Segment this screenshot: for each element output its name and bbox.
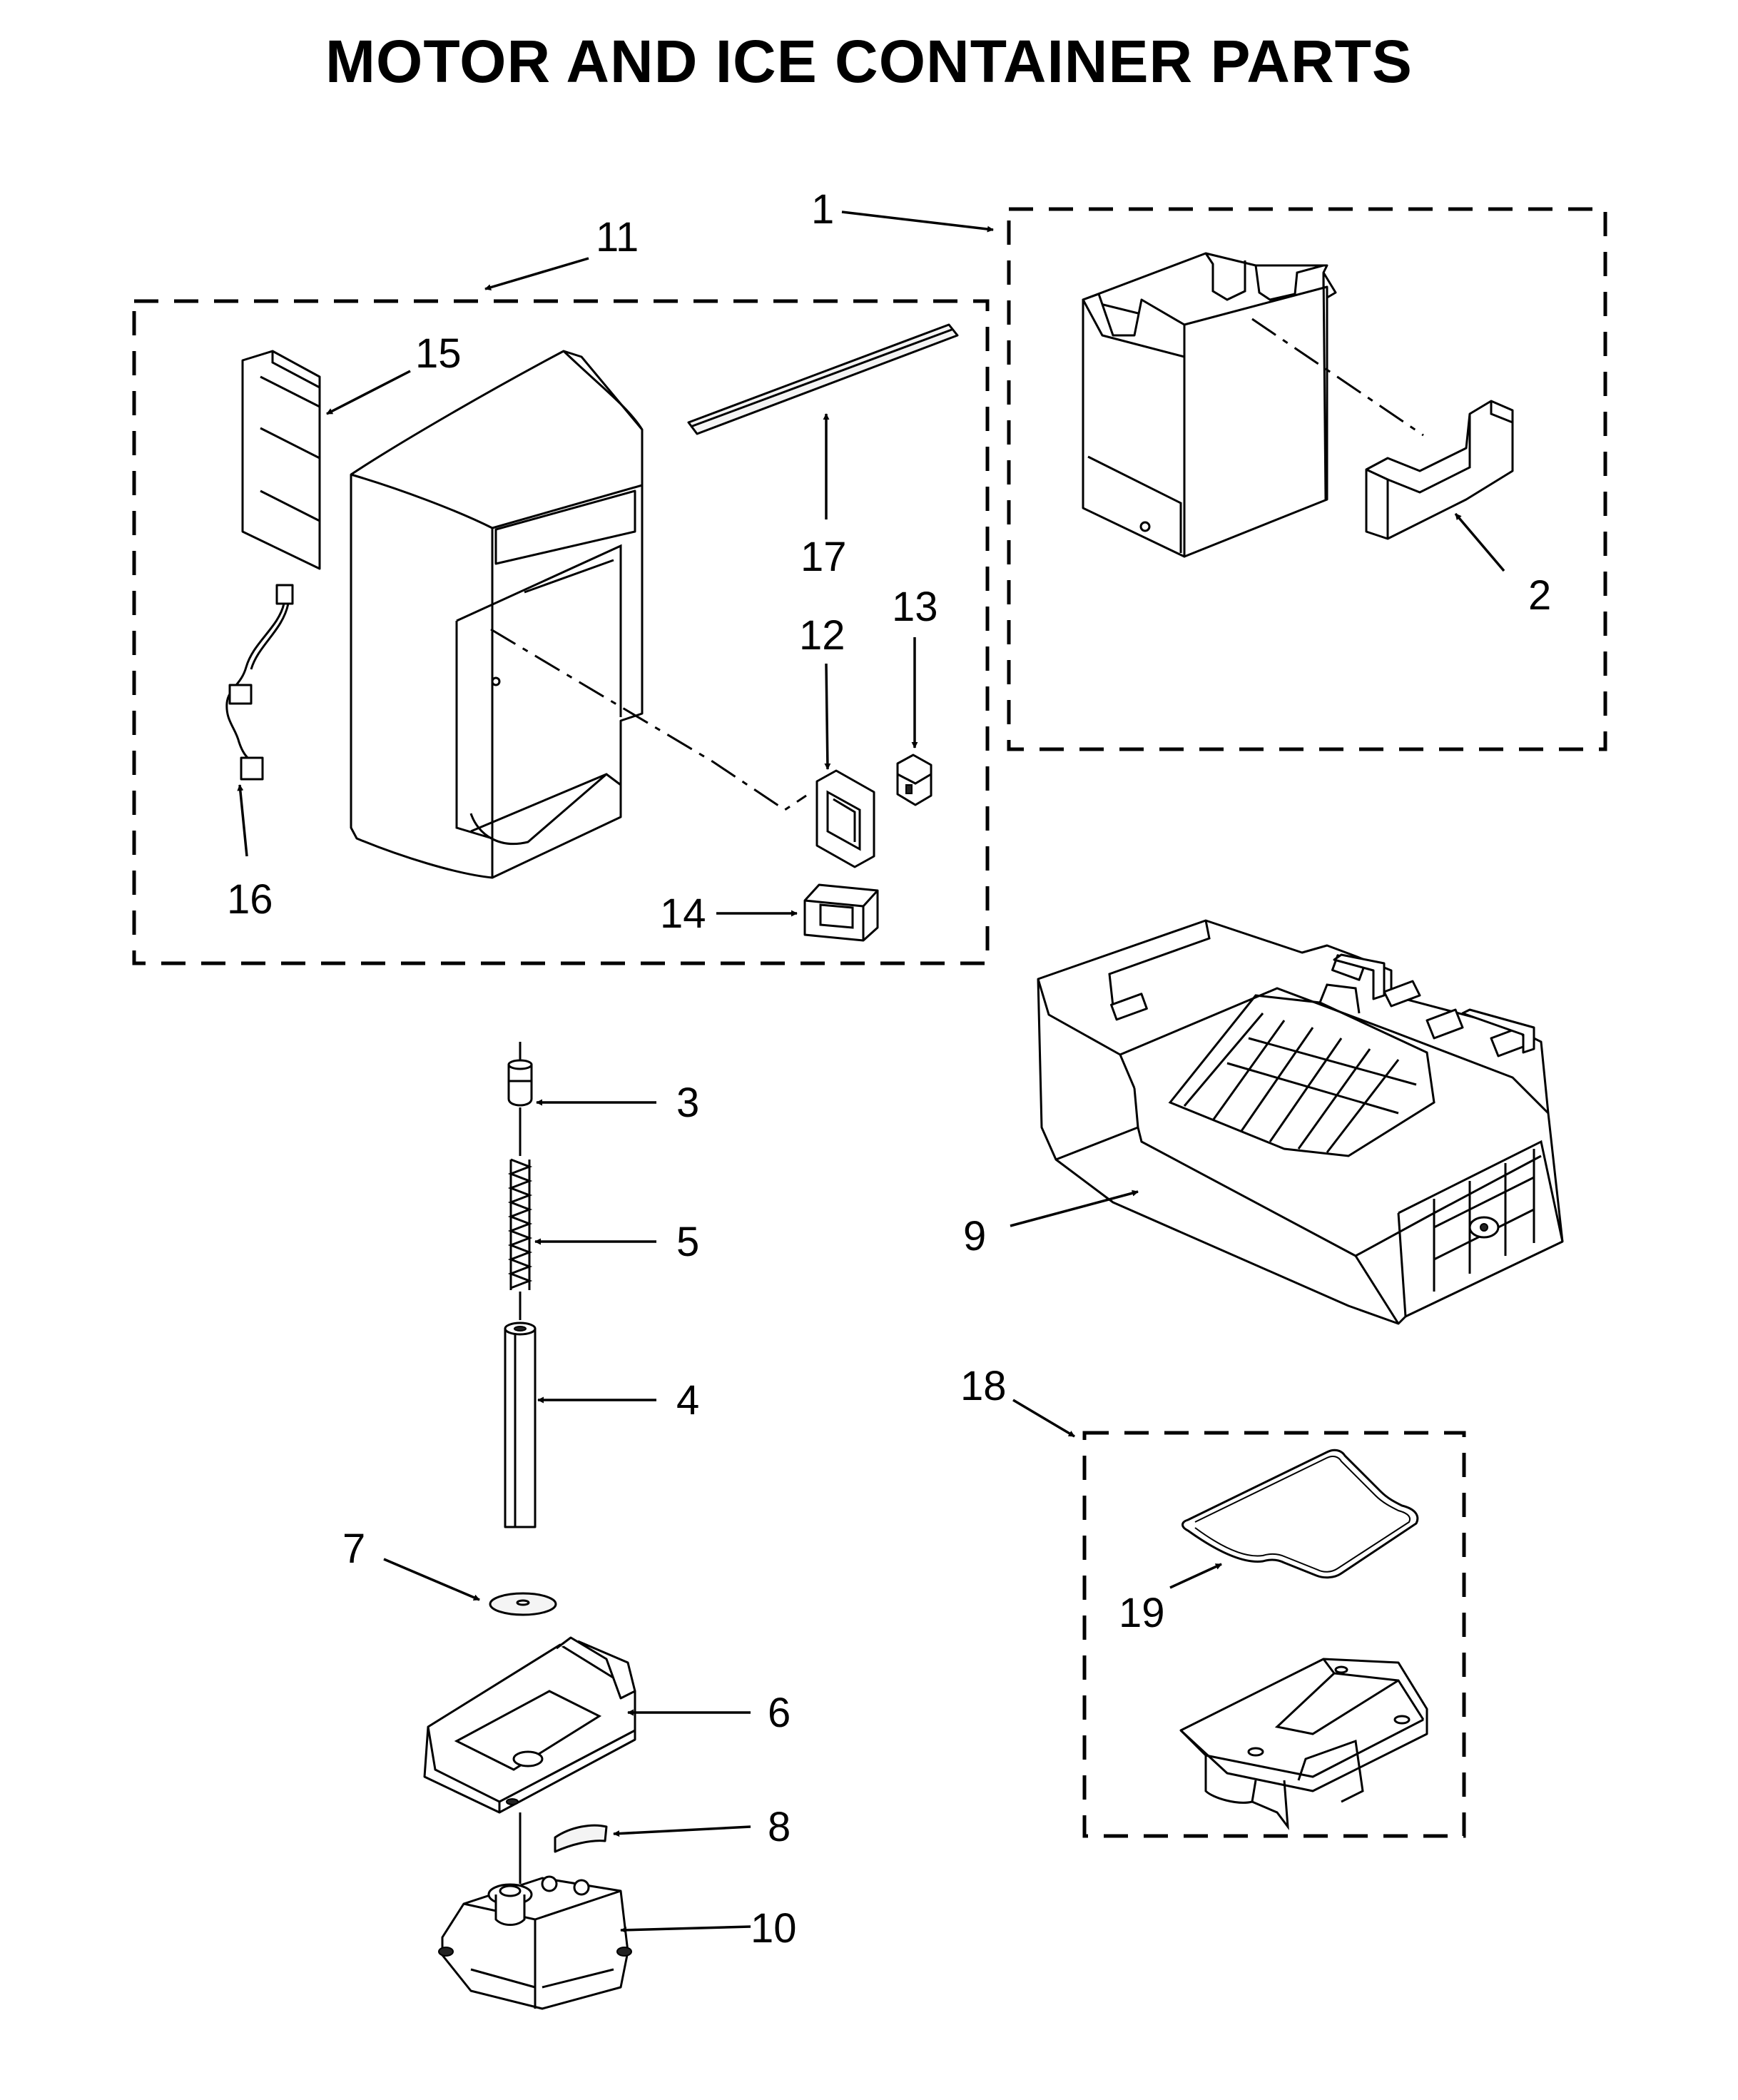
callout-15: 15 bbox=[415, 330, 462, 377]
callout-11: 11 bbox=[596, 214, 639, 260]
part-14-relay bbox=[803, 883, 879, 942]
part-1-ice-container bbox=[1082, 252, 1337, 558]
group-box-11 bbox=[132, 299, 990, 965]
callout-labels: 1 2 3 4 5 6 7 8 9 10 11 12 13 14 15 16 1… bbox=[227, 186, 1551, 1952]
callout-13: 13 bbox=[892, 584, 938, 630]
assembly-line-1-2 bbox=[1251, 318, 1424, 437]
callout-18: 18 bbox=[960, 1363, 1007, 1409]
callout-4: 4 bbox=[676, 1377, 699, 1424]
group-box-18 bbox=[1082, 1431, 1466, 1838]
part-5-spring bbox=[507, 1158, 533, 1290]
callout-7: 7 bbox=[342, 1526, 365, 1572]
callout-arrows bbox=[237, 210, 1505, 1934]
part-6-motor-bracket bbox=[423, 1636, 636, 1814]
part-2-baffle bbox=[1365, 400, 1514, 540]
part-18-auger-housing bbox=[1179, 1658, 1428, 1831]
callout-10: 10 bbox=[751, 1905, 797, 1952]
callout-8: 8 bbox=[768, 1804, 791, 1850]
callout-6: 6 bbox=[768, 1690, 791, 1736]
callout-17: 17 bbox=[801, 534, 847, 580]
part-16-wire-harness bbox=[225, 584, 294, 781]
callout-19: 19 bbox=[1119, 1590, 1165, 1636]
part-3-cap bbox=[507, 1042, 533, 1107]
callout-9: 9 bbox=[963, 1213, 986, 1259]
part-12-bracket bbox=[815, 769, 875, 868]
part-13-switch bbox=[896, 754, 932, 806]
callout-3: 3 bbox=[676, 1080, 699, 1126]
callout-14: 14 bbox=[660, 891, 706, 937]
part-10-motor bbox=[438, 1875, 632, 2010]
part-15-trim-panel bbox=[241, 350, 321, 570]
callout-5: 5 bbox=[676, 1219, 699, 1265]
part-7-washer bbox=[489, 1592, 557, 1616]
diagram-title: MOTOR AND ICE CONTAINER PARTS bbox=[325, 28, 1413, 95]
group-box-1 bbox=[1007, 207, 1607, 751]
callout-12: 12 bbox=[799, 612, 845, 659]
part-8-pad bbox=[554, 1824, 608, 1853]
part-4-shaft bbox=[504, 1322, 537, 1528]
callout-2: 2 bbox=[1528, 572, 1551, 619]
part-19-gasket bbox=[1181, 1449, 1419, 1579]
callout-1: 1 bbox=[811, 186, 834, 233]
callout-16: 16 bbox=[227, 876, 273, 923]
part-17-gasket-strip bbox=[687, 323, 959, 435]
assembly-line-11-12 bbox=[490, 628, 807, 811]
part-11-dispenser-housing bbox=[350, 350, 644, 879]
part-9-ice-maker bbox=[1037, 919, 1564, 1325]
